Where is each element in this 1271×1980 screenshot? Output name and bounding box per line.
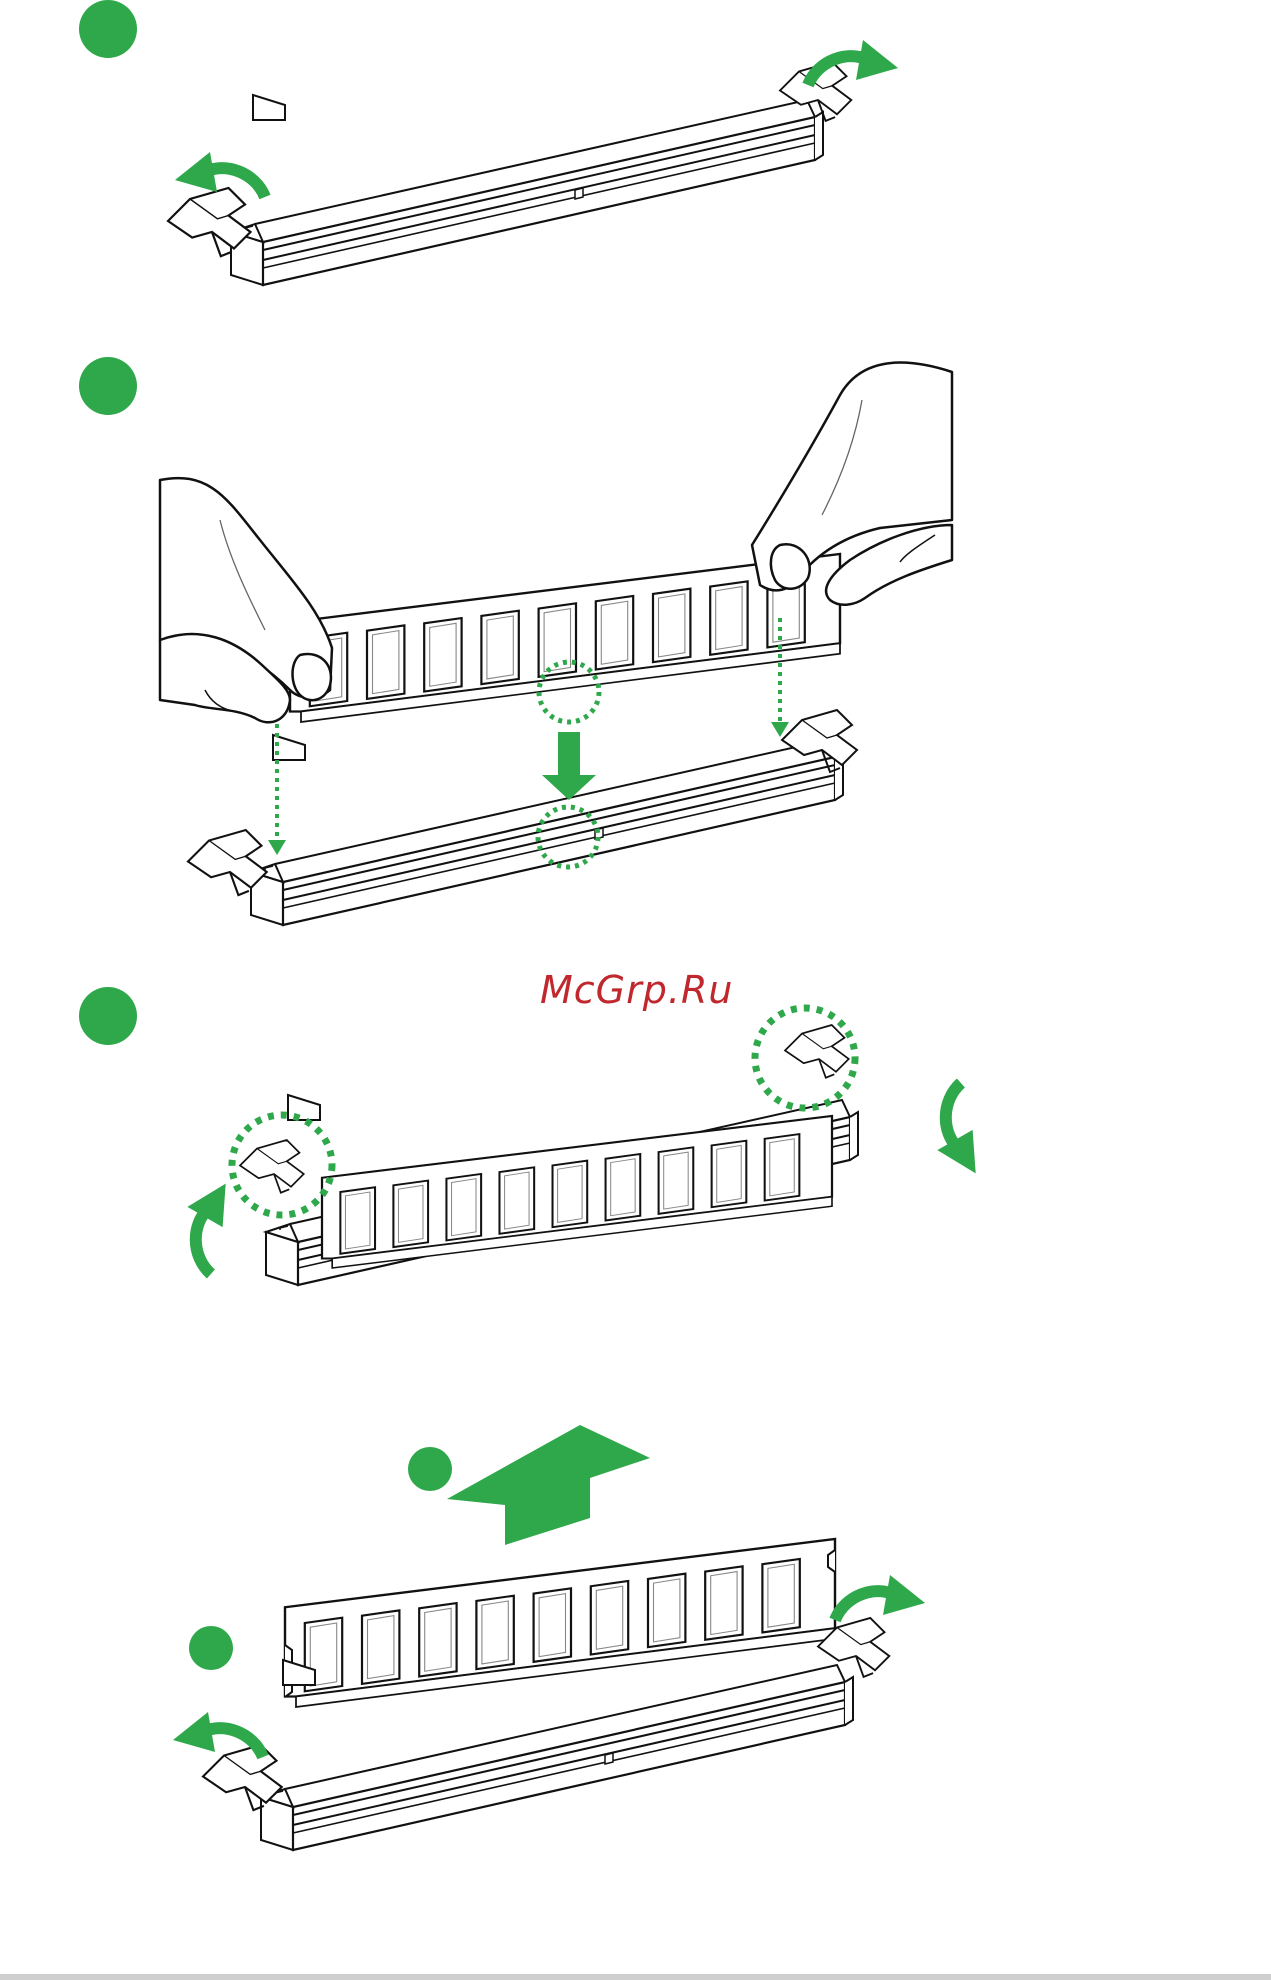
- removal-step-2-marker-icon: [408, 1447, 452, 1491]
- up-arrow-icon: [447, 1425, 650, 1545]
- right-retaining-clip-locked: [785, 1025, 849, 1078]
- dimm-slot: [251, 735, 843, 925]
- right-release-arrow-icon: [835, 1575, 925, 1620]
- left-retaining-clip-locked: [240, 1140, 304, 1193]
- dimm-module-installed: [322, 1116, 832, 1268]
- dimm-module: [290, 554, 840, 722]
- step-1-marker-icon: [79, 0, 137, 58]
- left-hand-icon: [160, 478, 332, 722]
- watermark-text: McGrp.Ru: [540, 968, 733, 1012]
- right-hand-icon: [752, 363, 952, 605]
- right-lock-arrow-icon: [919, 1083, 992, 1183]
- step-3-marker-icon: [79, 987, 137, 1045]
- left-lock-arrow-icon: [169, 1174, 242, 1274]
- removal-step-1-marker-icon: [189, 1626, 233, 1670]
- step-2-marker-icon: [79, 357, 137, 415]
- dimm-slot: [231, 95, 823, 285]
- bottom-divider: [0, 1974, 1271, 1980]
- down-arrow-icon: [542, 732, 596, 800]
- dimm-module-removed: [285, 1539, 835, 1707]
